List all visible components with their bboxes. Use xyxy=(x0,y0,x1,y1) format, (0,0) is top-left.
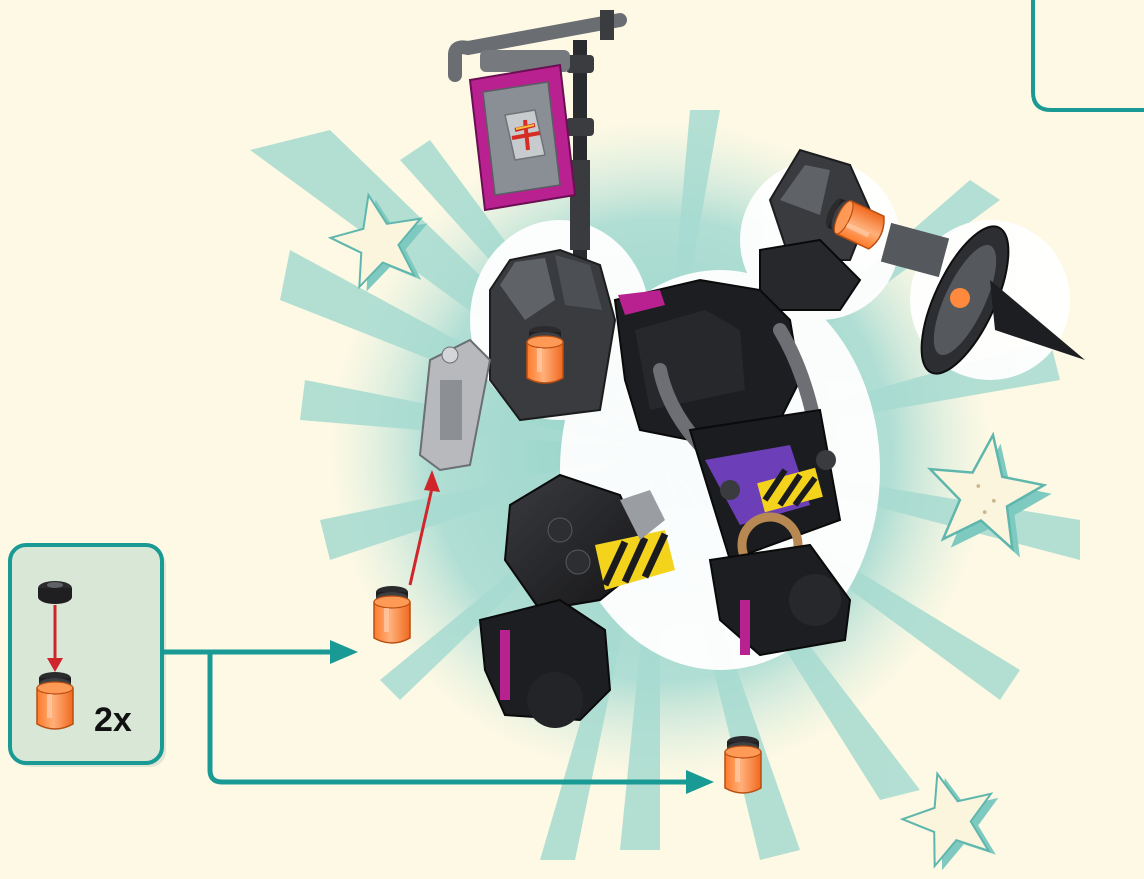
loose-part-round-brick xyxy=(725,736,761,793)
loose-part-round-brick xyxy=(374,586,410,643)
arrow-head-right xyxy=(330,640,358,664)
callout-quantity: 2x xyxy=(94,703,132,737)
callout-round-brick xyxy=(37,672,73,729)
banner-flag xyxy=(470,65,575,210)
star-icon xyxy=(893,759,1013,874)
frame-corner xyxy=(1033,0,1144,110)
parts-callout xyxy=(10,545,166,767)
callout-top-plate xyxy=(38,581,72,604)
